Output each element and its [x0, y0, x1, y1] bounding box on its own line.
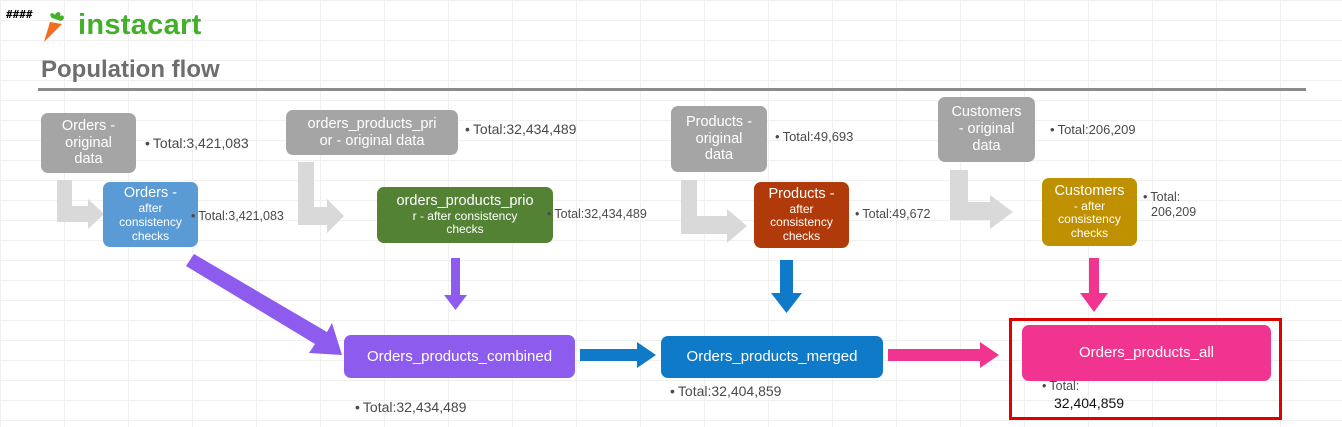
cell-hash-text: #### [6, 8, 33, 21]
node-line: Orders - [61, 117, 116, 134]
down-arrow-pink [1080, 258, 1108, 312]
grey-elbow-arrow-products [681, 180, 747, 243]
node-line: Products - [768, 185, 835, 202]
node-orders-original: Orders - original data [41, 113, 136, 173]
node-line: Customers [951, 104, 1022, 121]
node-line: data [74, 151, 103, 168]
node-line: Customers [1054, 182, 1125, 199]
node-line: checks [131, 228, 170, 243]
node-line: consistency [119, 214, 182, 229]
node-orders-products-merged: Orders_products_merged [661, 336, 883, 378]
node-products-original: Products - original data [671, 106, 767, 172]
total-combined: •Total:32,434,489 [355, 399, 467, 415]
node-line: consistency [1058, 212, 1121, 227]
node-line: Products - [685, 113, 753, 130]
node-label: Orders_products_merged [686, 348, 858, 366]
total-customers-checked: •Total: 206,209 [1143, 190, 1197, 219]
node-line: data [704, 147, 734, 164]
node-line: after [138, 201, 163, 216]
total-op-checked: •Total:32,434,489 [547, 207, 647, 221]
total-op-original: •Total:32,434,489 [465, 121, 577, 137]
total-orders-original: •Total:3,421,083 [145, 135, 249, 151]
grey-elbow-arrow-customers [950, 170, 1013, 229]
node-orders-products-combined: Orders_products_combined [344, 335, 575, 378]
total-orders-checked: •Total:3,421,083 [191, 209, 284, 223]
grey-elbow-arrow-op [298, 162, 344, 233]
node-orders-products-all: Orders_products_all [1022, 325, 1271, 381]
down-arrow-blue [771, 260, 802, 313]
node-line: - original [958, 121, 1015, 138]
node-label: Orders_products_combined [366, 347, 553, 365]
node-line: checks [1070, 226, 1109, 241]
carrot-logo-icon [44, 12, 64, 42]
node-line: original [695, 130, 743, 147]
node-orders-products-prior-original: orders_products_pri or - original data [286, 110, 458, 155]
node-customers-original: Customers - original data [938, 97, 1035, 162]
total-products-original: •Total:49,693 [775, 129, 854, 144]
node-line: r - after consistency [412, 208, 518, 223]
node-line: - after [1073, 198, 1106, 213]
node-line: checks [782, 229, 821, 244]
right-arrow-blue [580, 342, 656, 368]
node-line: after [789, 201, 814, 216]
node-line: Orders - [123, 185, 178, 202]
node-line: orders_products_prio [396, 192, 534, 209]
down-arrow-purple [444, 258, 467, 310]
right-arrow-pink [888, 342, 999, 368]
node-customers-checked: Customers - after consistency checks [1042, 178, 1137, 246]
node-orders-checked: Orders - after consistency checks [103, 182, 198, 247]
diagonal-arrow-purple [186, 254, 342, 355]
total-all: •Total: [1042, 379, 1080, 393]
node-line: or - original data [319, 132, 425, 149]
node-line: orders_products_pri [307, 115, 437, 132]
total-customers-original: •Total:206,209 [1050, 122, 1136, 137]
node-line: consistency [770, 215, 833, 230]
node-orders-products-prior-checked: orders_products_prio r - after consisten… [377, 187, 553, 243]
node-line: data [972, 137, 1001, 154]
title-divider [38, 88, 1306, 91]
node-line: checks [446, 222, 484, 237]
node-label: Orders_products_all [1078, 344, 1215, 362]
highlight-box [1009, 318, 1282, 420]
grey-elbow-arrow-orders [57, 180, 104, 229]
node-products-checked: Products - after consistency checks [754, 182, 849, 248]
total-products-checked: •Total:49,672 [855, 207, 931, 221]
brand-name: instacart [78, 9, 202, 41]
total-all-value: 32,404,859 [1054, 395, 1125, 411]
total-merged: •Total:32,404,859 [670, 383, 782, 399]
node-line: original [65, 134, 112, 151]
page-title: Population flow [41, 56, 220, 83]
